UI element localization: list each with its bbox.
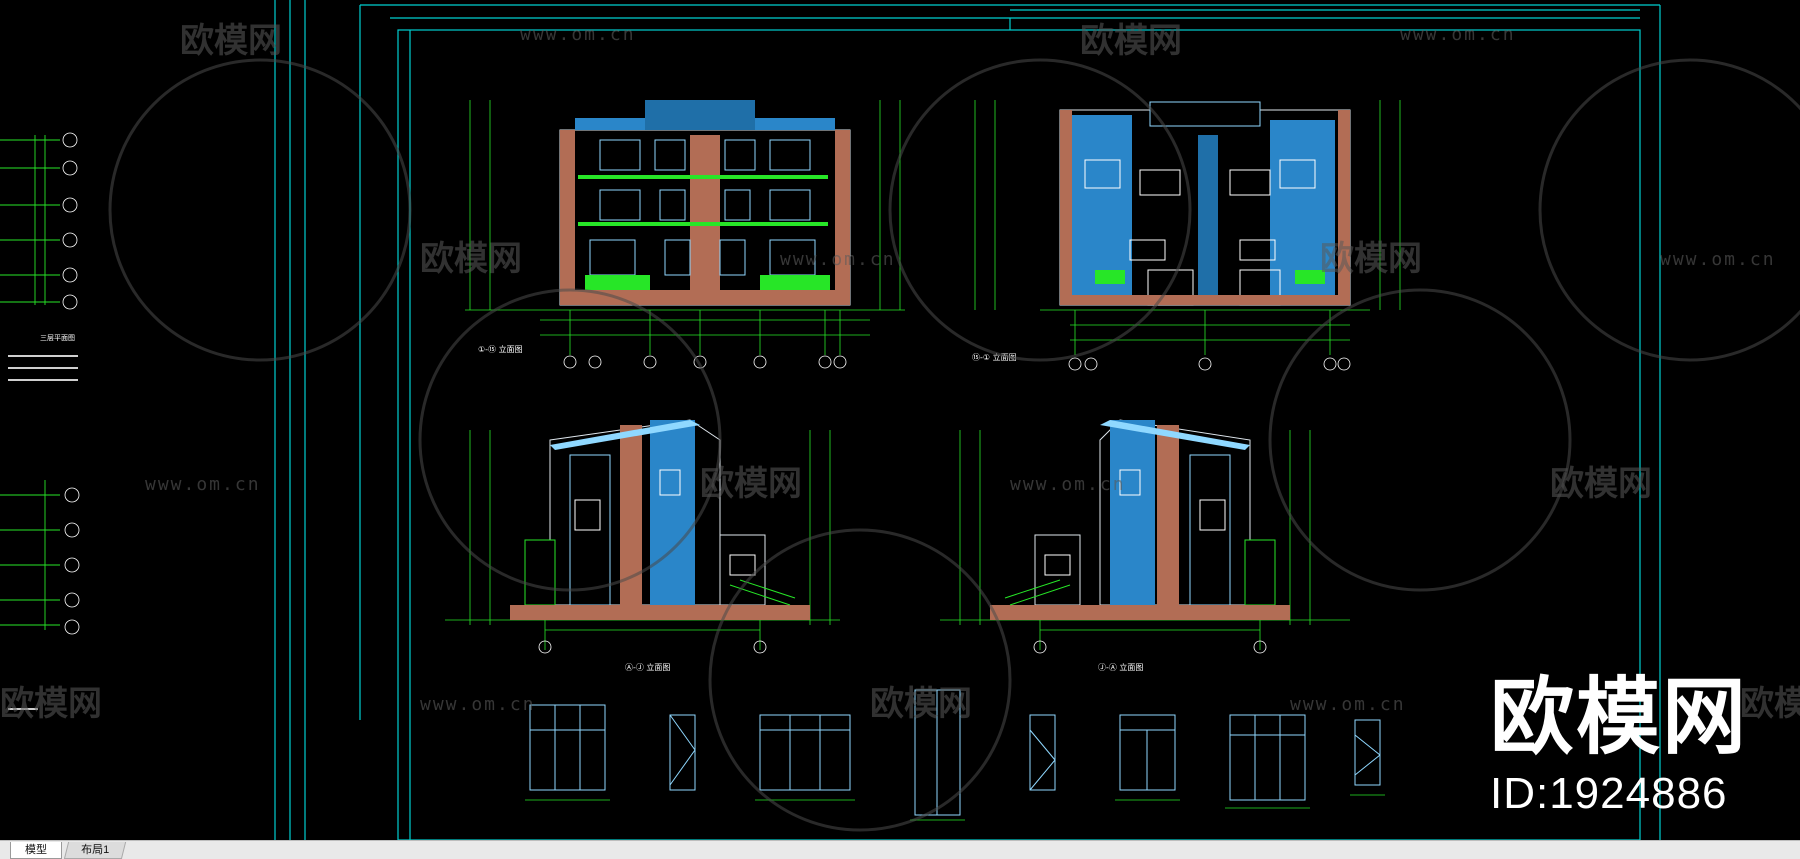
svg-text:www.om.cn: www.om.cn [420, 694, 536, 715]
tab-model[interactable]: 模型 [10, 842, 62, 859]
svg-text:www.om.cn: www.om.cn [1400, 24, 1516, 45]
tab-layout1[interactable]: 布局1 [63, 842, 127, 859]
svg-text:欧模网: 欧模网 [1080, 21, 1182, 61]
svg-text:欧模网: 欧模网 [180, 21, 282, 61]
svg-text:欧模网: 欧模网 [870, 684, 972, 724]
left-axis-bubbles [62, 132, 80, 635]
svg-text:www.om.cn: www.om.cn [145, 474, 261, 495]
cad-drawing: 三层平面图 [0, 0, 1800, 840]
svg-text:www.om.cn: www.om.cn [1010, 474, 1126, 495]
svg-text:欧模网: 欧模网 [420, 239, 522, 279]
watermarks: 欧模网 欧模网 欧模网 欧模网 欧模网 欧模网 欧模网 欧模网 欧模网 www.… [0, 21, 1800, 832]
tab-model-label: 模型 [25, 844, 47, 856]
elev2-title: ⑮-① 立面图 [972, 352, 1017, 362]
svg-text:www.om.cn: www.om.cn [1660, 249, 1776, 270]
model-id: ID:1924886 [1489, 769, 1728, 818]
door-window-details [525, 689, 1385, 821]
left-panel-title: 三层平面图 [40, 334, 75, 342]
drawing-viewport[interactable]: 三层平面图 [0, 0, 1800, 840]
elevation-1: ①-⑮ 立面图 [465, 100, 905, 369]
svg-text:欧模网: 欧模网 [1320, 239, 1422, 279]
elev4-title: Ⓙ-Ⓐ 立面图 [1098, 662, 1143, 672]
elevation-3: Ⓐ-Ⓙ 立面图 [445, 419, 840, 672]
sheet-frame [274, 0, 1661, 840]
tab-layout1-label: 布局1 [81, 844, 110, 856]
left-plan-fragment [0, 135, 60, 630]
svg-text:www.om.cn: www.om.cn [520, 24, 636, 45]
brand-logo: 欧模网 [1489, 668, 1748, 766]
layout-tab-bar: 模型 布局1 [0, 840, 1800, 859]
elevation-4: Ⓙ-Ⓐ 立面图 [940, 419, 1350, 672]
brand-overlay: 欧模网 ID:1924886 [1490, 672, 1748, 818]
elev1-title: ①-⑮ 立面图 [478, 344, 523, 354]
svg-text:欧模网: 欧模网 [700, 464, 802, 504]
svg-text:欧模网: 欧模网 [0, 684, 102, 724]
svg-text:www.om.cn: www.om.cn [1290, 694, 1406, 715]
elevation-2: ⑮-① 立面图 [972, 100, 1401, 371]
svg-text:www.om.cn: www.om.cn [780, 249, 896, 270]
svg-text:欧模网: 欧模网 [1550, 464, 1652, 504]
elev3-title: Ⓐ-Ⓙ 立面图 [625, 662, 670, 672]
svg-text:欧模网: 欧模网 [1740, 684, 1800, 724]
